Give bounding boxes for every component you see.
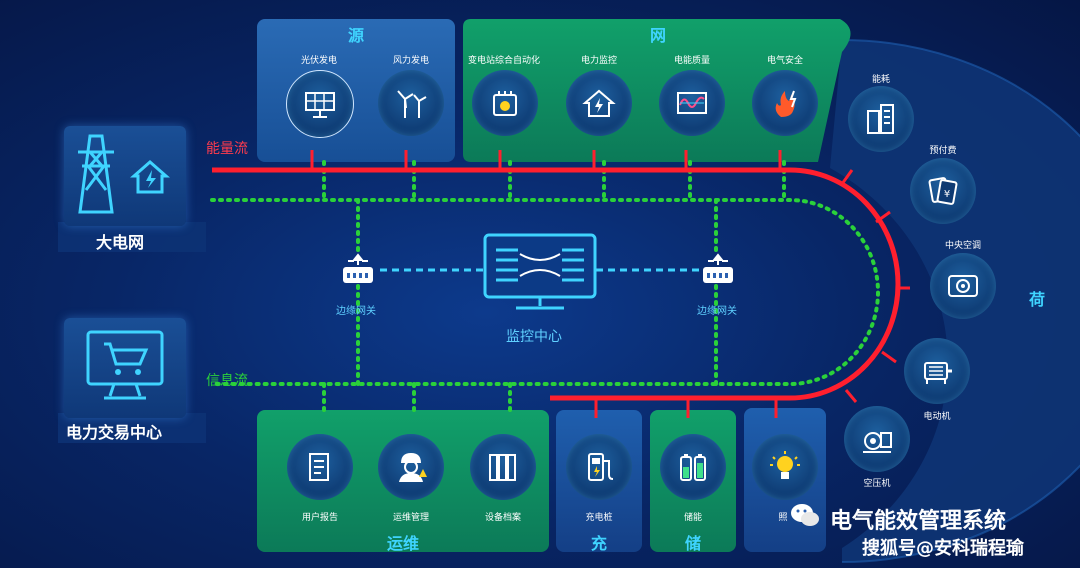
charge-title: 充 <box>590 534 607 553</box>
central-air-conditioning-icon <box>930 253 996 319</box>
electrical-safety-icon <box>752 70 818 136</box>
transmission-tower-icon <box>78 134 170 214</box>
ops-label-management: 运维管理 <box>392 513 429 523</box>
lighting-icon <box>752 434 818 500</box>
monitoring-center-icon <box>483 233 597 310</box>
load-label-motor: 电动机 <box>923 412 951 422</box>
info-flow-label: 信息流 <box>206 373 248 389</box>
ops-title: 运维 <box>386 534 419 553</box>
solar-panel-icon <box>286 70 354 138</box>
trading-cart-icon <box>86 330 164 400</box>
grid-label: 大电网 <box>96 233 145 252</box>
load-label-compressor: 空压机 <box>863 479 891 489</box>
power-quality-icon <box>659 70 725 136</box>
big-grid-box <box>64 126 186 226</box>
watermark-title: 电气能效管理系统 <box>830 509 1007 534</box>
edge-gateway-left-icon <box>343 253 373 283</box>
energy-consumption-icon <box>848 86 914 152</box>
source-title: 源 <box>347 26 364 45</box>
source-label-wind: 风力发电 <box>392 56 429 66</box>
energy-storage-icon <box>660 434 726 500</box>
info-flow-line <box>210 198 880 386</box>
storage-label: 储能 <box>683 513 702 523</box>
grid-label-safety: 电气安全 <box>766 56 803 66</box>
electric-motor-icon <box>904 338 970 404</box>
equipment-archive-icon <box>470 434 536 500</box>
ops-management-icon <box>378 434 444 500</box>
load-label-hvac: 中央空调 <box>944 241 981 251</box>
watermark-author: 搜狐号@安科瑞程瑜 <box>862 538 1024 559</box>
source-label-solar: 光伏发电 <box>300 56 337 66</box>
energy-flow-label: 能量流 <box>206 141 248 157</box>
grid-label-quality: 电能质量 <box>673 56 710 66</box>
charging-pile-icon <box>566 434 632 500</box>
ops-label-archive: 设备档案 <box>484 513 521 523</box>
storage-title: 储 <box>684 534 701 553</box>
air-compressor-icon <box>844 406 910 472</box>
wechat-icon <box>791 504 819 526</box>
grid-label-monitoring: 电力监控 <box>580 56 617 66</box>
load-label-energy: 能耗 <box>871 75 890 85</box>
edge-gateway-right-icon <box>703 253 733 283</box>
monitoring-center-label: 监控中心 <box>506 329 562 345</box>
power-monitoring-icon <box>566 70 632 136</box>
load-label-light: 照 <box>778 513 788 523</box>
grid-label-substation: 变电站综合自动化 <box>467 56 540 66</box>
load-label-prepaid: 预付费 <box>929 146 957 156</box>
load-title: 荷 <box>1028 290 1045 309</box>
edge-gateway-left-label: 边缘网关 <box>336 306 376 317</box>
energy-flow-line <box>212 167 901 401</box>
charge-label-pile: 充电桩 <box>585 513 613 523</box>
wind-turbine-icon <box>378 70 444 136</box>
ops-label-report: 用户报告 <box>301 513 338 523</box>
grid-panel-shape <box>463 19 851 162</box>
big-trade-box <box>64 318 186 418</box>
edge-gateway-right-label: 边缘网关 <box>697 306 737 317</box>
prepaid-icon: ¥ <box>910 158 976 224</box>
substation-automation-icon <box>472 70 538 136</box>
trade-label: 电力交易中心 <box>66 423 163 442</box>
user-report-icon <box>287 434 353 500</box>
svg-text:¥: ¥ <box>944 189 950 200</box>
house-power-icon <box>130 160 170 194</box>
grid-title: 网 <box>649 26 666 45</box>
